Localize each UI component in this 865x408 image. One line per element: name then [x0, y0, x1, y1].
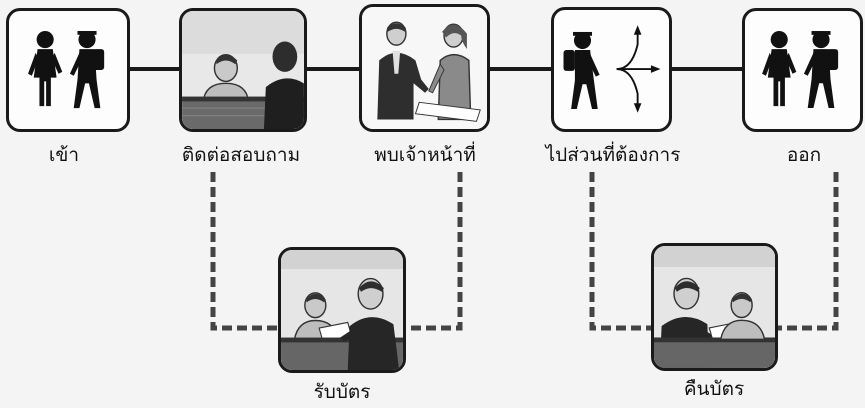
step-label-meet-staff: พบเจ้าหน้าที่	[374, 144, 476, 166]
step-label-inquire: ติดต่อสอบถาม	[181, 144, 301, 166]
visitor-with-direction-arrows-icon	[563, 25, 661, 113]
step-go-to-section-card	[551, 7, 672, 132]
step-label-enter: เข้า	[48, 144, 80, 166]
dashed-branch-return-card-exit	[778, 172, 839, 331]
two-visitors-icon	[762, 31, 839, 109]
dashed-branch-receive-card	[210, 172, 280, 331]
step-meet-staff-card	[359, 4, 490, 132]
two-visitors-icon	[28, 30, 105, 109]
card-return-desk-icon	[654, 246, 775, 368]
step-inquire-card	[179, 8, 307, 132]
dashed-branch-receive-card-return	[405, 172, 463, 331]
reception-desk-icon	[182, 11, 304, 129]
step-label-exit: ออก	[786, 144, 822, 166]
substep-receive-card-card	[278, 247, 406, 373]
card-handover-desk-icon	[281, 250, 403, 370]
meeting-staff-icon	[362, 7, 487, 129]
step-enter-card	[6, 8, 130, 132]
substep-return-card-card	[651, 243, 778, 371]
step-exit-card	[742, 8, 863, 132]
substep-label-receive-card: รับบัตร	[313, 381, 371, 403]
dashed-branch-return-card	[589, 172, 652, 331]
substep-label-return-card: คืนบัตร	[683, 378, 745, 400]
step-label-go-to-section: ไปส่วนที่ต้องการ	[545, 144, 681, 166]
